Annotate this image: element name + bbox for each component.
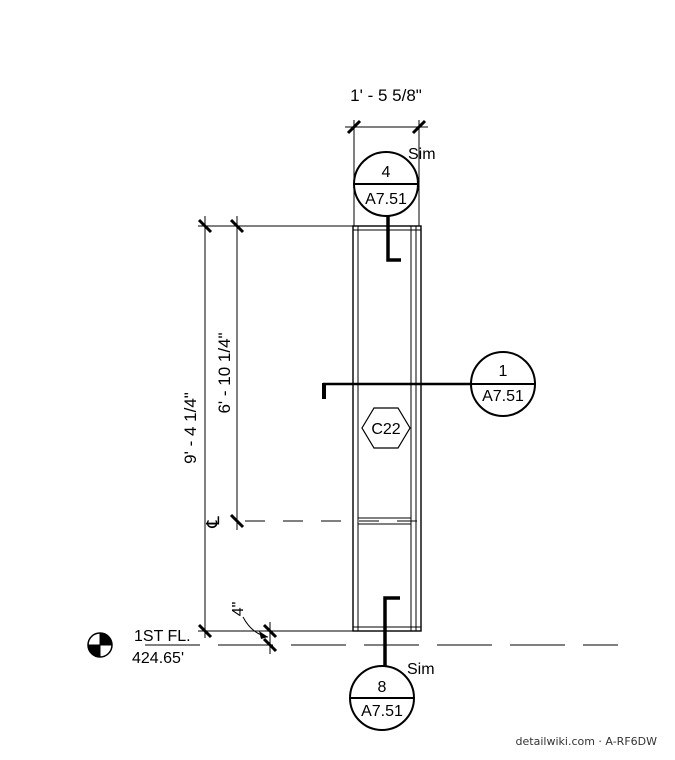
side-section-callout[interactable]: 1 A7.51	[470, 351, 536, 417]
base-offset-label: 4"	[230, 602, 247, 617]
base-offset-dimension	[242, 616, 278, 654]
level-name: 1ST FL.	[134, 628, 191, 645]
top-section-cut-line	[386, 216, 401, 262]
mid-plate	[358, 517, 411, 525]
bottom-section-callout[interactable]: 8 A7.51	[349, 665, 415, 731]
side-callout-sheet: A7.51	[482, 388, 524, 405]
bottom-callout-note: Sim	[407, 661, 435, 678]
watermark: detailwiki.com · A-RF6DW	[516, 735, 658, 748]
side-callout-number: 1	[499, 363, 508, 380]
level-elevation: 424.65'	[132, 650, 184, 667]
top-callout-sheet: A7.51	[365, 191, 407, 208]
bottom-section-cut-line	[383, 596, 400, 667]
column-tag[interactable]: C22	[361, 407, 411, 449]
centerline-symbol: ℄	[203, 516, 223, 529]
overall-height-label: 9' - 4 1/4"	[181, 392, 200, 464]
overall-height-dimension	[197, 216, 353, 639]
bottom-callout-sheet: A7.51	[361, 703, 403, 720]
level-datum-icon	[87, 632, 113, 658]
bottom-callout-number: 8	[378, 679, 387, 696]
centerline-height-dimension	[229, 216, 245, 530]
width-dimension-label: 1' - 5 5/8"	[350, 86, 422, 105]
top-callout-number: 4	[382, 164, 391, 181]
width-dimension	[345, 119, 428, 226]
centerline-height-label: 6' - 10 1/4"	[215, 332, 234, 413]
top-callout-note: Sim	[408, 146, 436, 163]
top-section-callout[interactable]: 4 A7.51	[353, 151, 419, 217]
column-tag-label: C22	[371, 421, 400, 438]
